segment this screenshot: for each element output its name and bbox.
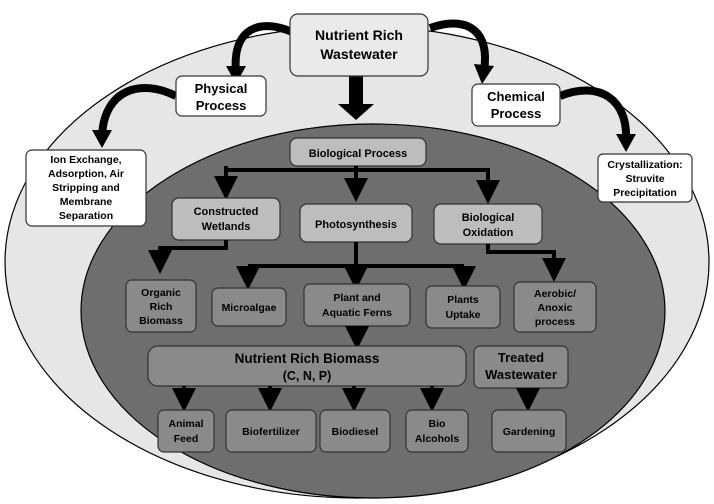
node-biodiesel	[319, 409, 391, 453]
node-organic-line3: Biomass	[139, 315, 183, 327]
arrow-oxidation-to-aerobic	[486, 244, 566, 282]
node-ion-exchange	[25, 149, 147, 227]
node-ion-exchange-line4: Membrane	[60, 196, 113, 208]
node-ferns-line1: Plant and	[333, 292, 380, 304]
node-ion-exchange-line3: Stripping and	[52, 182, 120, 194]
curl-arrowhead-right-top	[474, 64, 494, 84]
node-plants-uptake	[425, 285, 501, 329]
node-biomass-line2: (C, N, P)	[283, 369, 332, 383]
node-plants-line2: Uptake	[445, 309, 480, 321]
node-feed-line2: Feed	[174, 433, 199, 445]
node-microalgae	[211, 287, 287, 327]
main-down-head	[338, 104, 374, 120]
node-constructed-wetlands-line2: Wetlands	[202, 221, 251, 233]
node-nutrient-rich-biomass	[147, 345, 467, 387]
node-plants-line1: Plants	[447, 294, 479, 306]
curl-arrowhead-right	[616, 134, 636, 152]
node-physical-process	[175, 75, 267, 117]
node-organic-line1: Organic	[141, 287, 181, 299]
node-crystallization	[597, 153, 693, 203]
node-physical-process-line1: Physical	[195, 81, 248, 96]
node-aerobic-line3: process	[535, 316, 575, 328]
node-nutrient-rich-wastewater-line1: Nutrient Rich	[315, 27, 403, 43]
node-chemical-process	[471, 83, 561, 127]
node-gardening	[491, 409, 567, 453]
curl-arrow-right	[558, 86, 631, 141]
node-alcohols-line2: Alcohols	[415, 433, 459, 445]
node-animal-feed	[157, 409, 215, 453]
node-treated-line1: Treated	[498, 350, 544, 365]
node-bio-alcohols	[405, 409, 469, 453]
node-constructed-wetlands	[171, 197, 281, 241]
node-biological-process-label: Biological Process	[309, 148, 407, 160]
node-biomass-line1: Nutrient Rich Biomass	[235, 351, 380, 366]
main-down-shaft	[349, 76, 363, 106]
node-aerobic-anoxic	[513, 281, 597, 333]
arrow-wetlands-to-organic	[148, 240, 228, 274]
node-treated-line2: Wastewater	[485, 367, 557, 382]
curl-arrowhead-left	[92, 130, 112, 148]
node-organic-line2: Rich	[150, 301, 173, 313]
node-biofertilizer-label: Biofertilizer	[242, 426, 300, 438]
node-microalgae-label: Microalgae	[222, 302, 277, 314]
node-gardening-label: Gardening	[503, 426, 556, 438]
node-aerobic-line2: Anoxic	[537, 302, 572, 314]
node-photosynthesis-label: Photosynthesis	[315, 219, 397, 231]
node-aquatic-ferns	[303, 283, 411, 327]
node-constructed-wetlands-line1: Constructed	[194, 206, 259, 218]
node-feed-line1: Animal	[168, 418, 203, 430]
curl-arrow-left-top	[231, 22, 294, 73]
node-crystallization-line3: Precipitation	[613, 187, 677, 199]
node-nutrient-rich-wastewater-line2: Wastewater	[320, 46, 398, 62]
node-physical-process-line2: Process	[196, 98, 247, 113]
node-ferns-line2: Aquatic Ferns	[322, 307, 392, 319]
node-chemical-process-line1: Chemical	[487, 89, 545, 104]
curl-arrow-left	[98, 84, 178, 137]
node-biodiesel-label: Biodiesel	[332, 426, 379, 438]
node-biological-oxidation-line1: Biological	[462, 212, 515, 224]
curl-arrowhead-left-top	[226, 66, 246, 84]
node-ion-exchange-line2: Adsorption, Air	[48, 168, 124, 180]
node-organic-rich-biomass	[125, 279, 197, 333]
node-biological-oxidation-line2: Oxidation	[463, 227, 514, 239]
node-ion-exchange-line1: Ion Exchange,	[50, 154, 121, 166]
node-crystallization-line1: Crystallization:	[607, 159, 682, 171]
node-crystallization-line2: Struvite	[625, 173, 664, 185]
node-chemical-process-line2: Process	[491, 106, 542, 121]
node-aerobic-line1: Aerobic/	[534, 288, 576, 300]
curl-arrow-right-top	[428, 19, 489, 71]
node-biofertilizer	[225, 409, 317, 453]
node-nutrient-rich-wastewater	[289, 13, 429, 77]
node-ion-exchange-line5: Separation	[59, 210, 113, 222]
node-alcohols-line1: Bio	[429, 418, 446, 430]
